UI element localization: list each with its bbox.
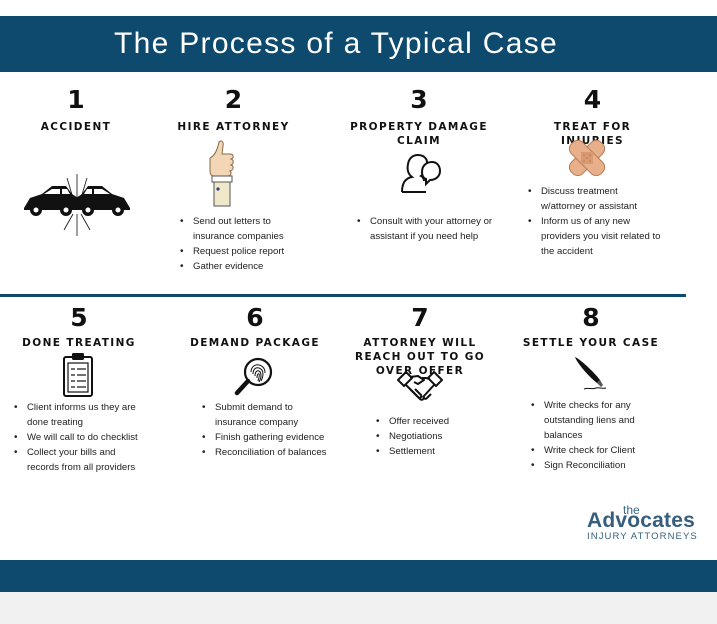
step-number: 2 <box>224 85 243 114</box>
step-2: 2 HIRE ATTORNEY Send out letters to insu… <box>176 84 291 284</box>
clipboard-icon <box>63 353 93 397</box>
footer-bar <box>0 560 717 592</box>
step-number: 4 <box>583 85 602 114</box>
title-banner: The Process of a Typical Case <box>0 16 717 72</box>
pen-signature-icon <box>575 357 607 390</box>
step-title: DEMAND PACKAGE <box>190 337 320 349</box>
step-title: HIRE ATTORNEY <box>177 121 290 133</box>
step-number: 5 <box>70 303 88 332</box>
bandage-icon <box>568 139 606 177</box>
list-item: Sign Reconciliation <box>531 458 663 473</box>
handshake-icon <box>397 371 443 401</box>
thumbs-up-icon <box>209 140 234 207</box>
logo-name: Advocates <box>587 509 696 532</box>
step-title: PROPERTY DAMAGE CLAIM <box>350 121 488 147</box>
bullet-list: Write checks for any outstanding liens a… <box>531 398 663 473</box>
bullet-list: Client informs us they are done treating… <box>14 400 142 475</box>
list-item: Write checks for any outstanding liens a… <box>531 398 663 443</box>
step-8: 8 SETTLE YOUR CASE Write checks for any … <box>520 302 662 482</box>
step-7: 7 ATTORNEY WILL REACH OUT TO GO OVER OFF… <box>338 302 502 482</box>
logo-the: the <box>623 503 640 517</box>
list-item: Consult with your attorney or assistant … <box>357 214 503 244</box>
bullet-list: Offer received Negotiations Settlement <box>376 414 502 459</box>
step-title: SETTLE YOUR CASE <box>522 337 660 349</box>
step-number: 7 <box>411 303 429 332</box>
step-6: 6 DEMAND PACKAGE Submit demand to insura… <box>186 302 327 502</box>
advocates-logo: the Advocates INJURY ATTORNEYS <box>585 503 707 543</box>
list-item: Gather evidence <box>180 259 295 274</box>
list-item: Send out letters to insurance companies <box>180 214 295 244</box>
step-number: 3 <box>410 85 428 114</box>
step-4: 4 TREAT FOR INJURIES Discuss treatment w… <box>520 84 665 264</box>
bullet-list: Discuss treatment w/attorney or assistan… <box>528 184 664 259</box>
step-title: ATTORNEY WILL REACH OUT TO GO OVER OFFER <box>354 337 486 377</box>
step-number: 6 <box>246 303 264 332</box>
list-item: Offer received <box>376 414 502 429</box>
step-number: 1 <box>67 85 85 114</box>
list-item: We will call to do checklist <box>14 430 142 445</box>
section-divider <box>0 294 686 297</box>
list-item: Request police report <box>180 244 295 259</box>
list-item: Client informs us they are done treating <box>14 400 142 430</box>
step-3: 3 PROPERTY DAMAGE CLAIM Consult with you… <box>346 84 492 264</box>
logo-tagline: INJURY ATTORNEYS <box>587 531 698 542</box>
fingerprint-magnifier-icon <box>234 357 273 396</box>
step-title: DONE TREATING <box>22 337 136 349</box>
list-item: Inform us of any new providers you visit… <box>528 214 664 259</box>
consult-person-icon <box>401 153 442 193</box>
list-item: Collect your bills and records from all … <box>14 445 142 475</box>
list-item: Discuss treatment w/attorney or assistan… <box>528 184 664 214</box>
list-item: Settlement <box>376 444 502 459</box>
bullet-list: Send out letters to insurance companies … <box>180 214 295 274</box>
list-item: Write check for Client <box>531 443 663 458</box>
bullet-list: Submit demand to insurance company Finis… <box>202 400 327 460</box>
step-5: 5 DONE TREATING Client informs us they a… <box>14 302 144 512</box>
page-title: The Process of a Typical Case <box>113 27 558 60</box>
list-item: Reconciliation of balances <box>202 445 327 460</box>
list-item: Negotiations <box>376 429 502 444</box>
step-number: 8 <box>582 303 600 332</box>
list-item: Finish gathering evidence <box>202 430 327 445</box>
car-crash-icon <box>24 174 130 236</box>
list-item: Submit demand to insurance company <box>202 400 327 430</box>
step-title: ACCIDENT <box>40 121 112 133</box>
bullet-list: Consult with your attorney or assistant … <box>357 214 503 244</box>
step-1: 1 ACCIDENT <box>20 84 132 244</box>
